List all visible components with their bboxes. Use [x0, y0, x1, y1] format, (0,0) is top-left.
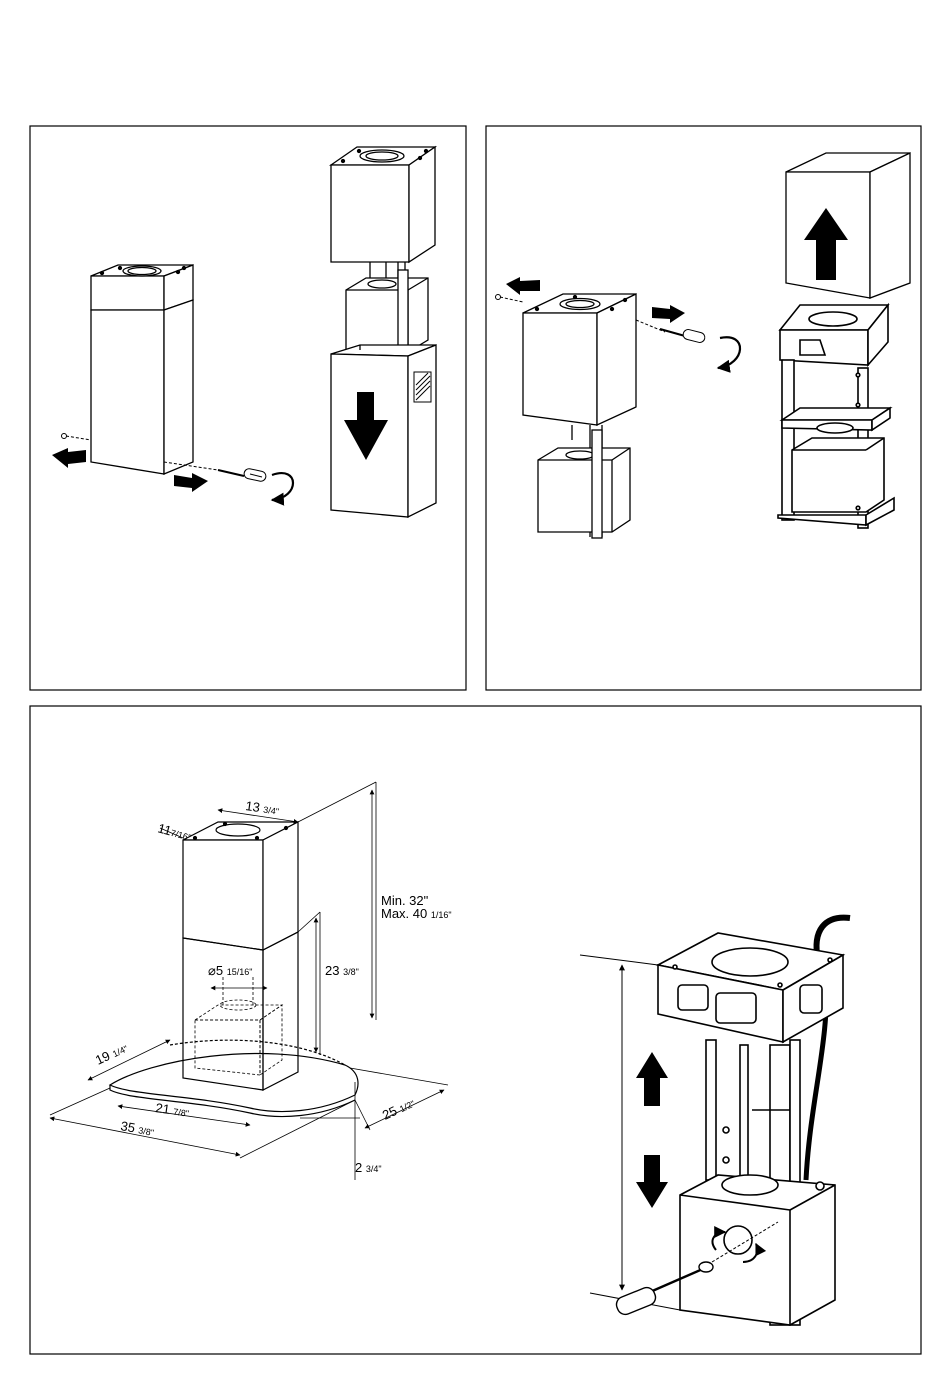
top-right-panel	[486, 126, 921, 690]
screwdriver-icon	[660, 328, 706, 343]
svg-text:Max. 40 1/16": Max. 40 1/16"	[381, 906, 452, 921]
svg-text:⌀5 15/16": ⌀5 15/16"	[208, 963, 252, 978]
arrow-right-icon	[652, 305, 685, 323]
arrow-right-icon	[174, 473, 208, 492]
arrow-left-icon	[506, 277, 540, 295]
arrow-down-icon	[636, 1155, 668, 1208]
support-frame	[778, 305, 894, 528]
chimney-assembly	[91, 265, 193, 474]
dimension-drawing: 13 3/4" 117/16" Min. 32" Max. 40 1/16" 2…	[50, 782, 452, 1180]
arrow-up-icon	[636, 1052, 668, 1106]
svg-text:25 1/2": 25 1/2"	[380, 1095, 417, 1123]
svg-text:23 3/8": 23 3/8"	[325, 963, 359, 978]
screw-icon	[62, 434, 67, 439]
extended-chimney-tower	[331, 147, 436, 517]
screw-path	[66, 436, 91, 440]
rotate-arrow-icon	[272, 473, 293, 500]
rotate-arrow-icon	[718, 337, 740, 368]
svg-text:2 3/4": 2 3/4"	[355, 1160, 382, 1175]
telescopic-frame-detail	[658, 918, 850, 1325]
lower-chimney-section	[523, 294, 636, 538]
screwdriver-icon	[218, 468, 267, 482]
screw-icon	[496, 295, 501, 300]
svg-text:117/16": 117/16"	[156, 820, 193, 843]
svg-text:35 3/8": 35 3/8"	[119, 1118, 155, 1139]
bottom-panel: 13 3/4" 117/16" Min. 32" Max. 40 1/16" 2…	[30, 706, 921, 1354]
upper-chimney-cover	[786, 153, 910, 298]
svg-text:19 1/4": 19 1/4"	[93, 1040, 130, 1068]
arrow-left-icon	[52, 448, 86, 468]
top-left-panel	[30, 126, 466, 690]
